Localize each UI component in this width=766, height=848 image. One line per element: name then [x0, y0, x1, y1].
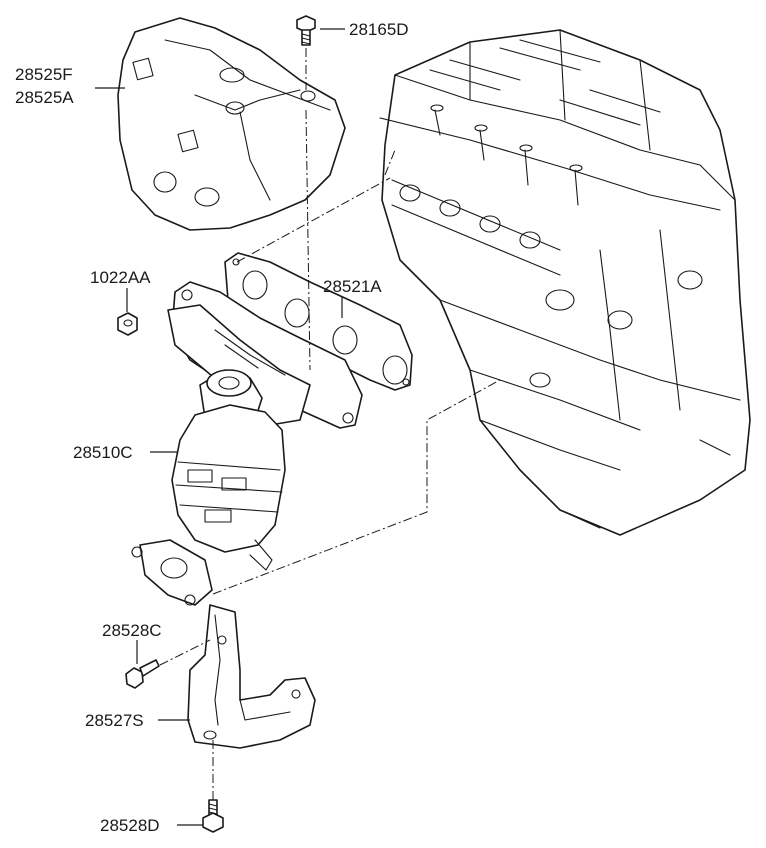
- label-28521a: 28521A: [323, 277, 382, 296]
- engine-block: [379, 29, 751, 536]
- leader-lines: [95, 28, 345, 826]
- label-28525f: 28525F: [15, 65, 73, 84]
- assembly-lines: [159, 48, 501, 800]
- label-1022aa: 1022AA: [90, 268, 151, 287]
- flange-nut: [117, 312, 138, 336]
- mid-bolt: [125, 659, 160, 689]
- label-28527s: 28527S: [85, 711, 144, 730]
- label-28165d: 28165D: [349, 20, 409, 39]
- manifold-bracket: [187, 604, 316, 749]
- heat-shield: [117, 17, 346, 231]
- top-bolt: [296, 15, 316, 46]
- label-28525a: 28525A: [15, 88, 74, 107]
- label-28528c: 28528C: [102, 621, 162, 640]
- bottom-bolt: [202, 799, 224, 833]
- exhaust-manifold: [131, 281, 363, 606]
- label-28510c: 28510C: [73, 443, 133, 462]
- label-28528d: 28528D: [100, 816, 160, 835]
